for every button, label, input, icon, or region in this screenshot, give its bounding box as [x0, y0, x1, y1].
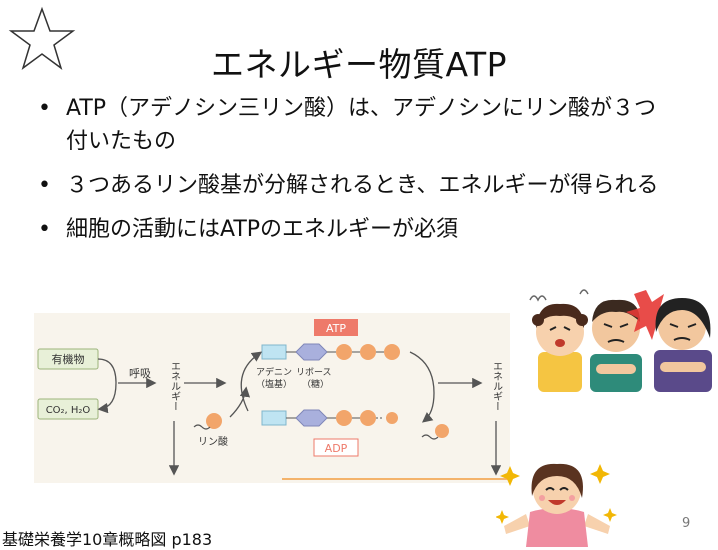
- slide-title: エネルギー物質ATP: [210, 45, 508, 84]
- atp-diagram: 有機物 CO₂, H₂O 呼吸 エネルギー ATP アデニン （塩基） リボース…: [34, 313, 510, 483]
- phosphate-join-arrow: [229, 386, 251, 418]
- bullet-text: ATP（アデノシン三リン酸）は、アデノシンにリン酸が３つ付いたもの: [66, 96, 657, 154]
- atp-label: ATP: [326, 322, 346, 335]
- hydrolysis-arrow: [409, 351, 435, 423]
- adp-label: ADP: [325, 442, 348, 455]
- angry-people-illustration: [529, 289, 712, 392]
- energy-label-left: エネルギー: [169, 361, 181, 411]
- adenine-block: [261, 344, 287, 360]
- happy-girl-illustration: [496, 463, 617, 547]
- bullet-item: • ATP（アデノシン三リン酸）は、アデノシンにリン酸が３つ付いたもの: [38, 92, 678, 158]
- product-label: CO₂, H₂O: [46, 405, 91, 416]
- bullet-item: • ３つあるリン酸基が分解されるとき、エネルギーが得られる: [38, 169, 678, 202]
- adenine-sub: （塩基）: [256, 378, 292, 390]
- respiration-label: 呼吸: [129, 367, 151, 380]
- star-icon: [8, 6, 76, 70]
- adp-phosphate-1: [336, 410, 352, 426]
- adp-phosphate-2: [360, 410, 376, 426]
- ribose-label: リボース: [296, 367, 332, 378]
- bullet-dot: •: [38, 217, 51, 242]
- bullet-text: 細胞の活動にはATPのエネルギーが必須: [66, 217, 459, 242]
- figure-caption: 基礎栄養学10章概略図 p183: [2, 530, 213, 549]
- energy-label-right: エネルギー: [491, 361, 503, 411]
- page-number: 9: [682, 516, 691, 531]
- phosphate-1: [336, 344, 352, 360]
- released-phosphate: [435, 424, 449, 438]
- phosphate-3: [384, 344, 400, 360]
- atp-badge: [314, 319, 358, 336]
- adp-adenine-block: [261, 410, 287, 426]
- organic-label: 有機物: [52, 352, 85, 366]
- synthesis-arrow: [240, 351, 263, 412]
- diagram-background: [34, 313, 510, 483]
- bullet-list: • ATP（アデノシン三リン酸）は、アデノシンにリン酸が３つ付いたもの • ３つ…: [38, 92, 678, 257]
- phosphate-2: [360, 344, 376, 360]
- adp-badge: [313, 438, 359, 457]
- bullet-dot: •: [38, 96, 51, 121]
- phosphate-label: リン酸: [198, 435, 228, 448]
- bullet-item: • 細胞の活動にはATPのエネルギーが必須: [38, 213, 678, 246]
- respiration-arrow: [97, 358, 117, 414]
- free-phosphate: [206, 413, 222, 429]
- bullet-text: ３つあるリン酸基が分解されるとき、エネルギーが得られる: [66, 173, 659, 198]
- ribose-sub: （糖）: [302, 378, 329, 390]
- adp-phosphate-released: [386, 412, 398, 424]
- bullet-dot: •: [38, 173, 51, 198]
- adenine-label: アデニン: [256, 366, 292, 378]
